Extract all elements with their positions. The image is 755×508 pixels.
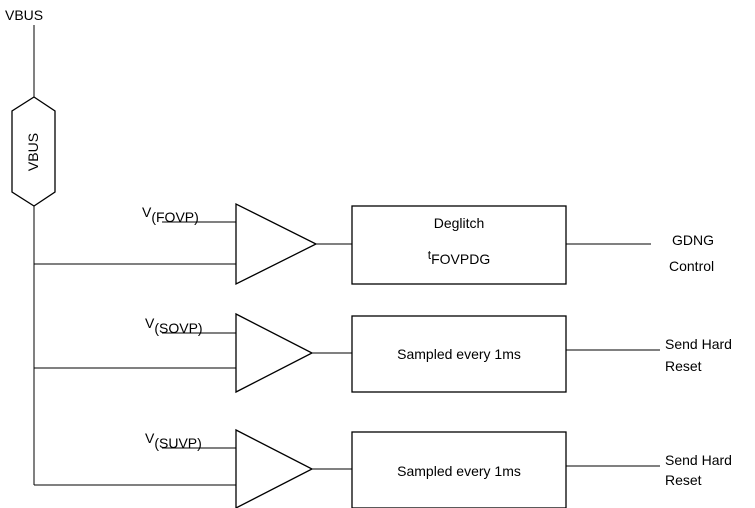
vbus-sense-label: VBUS xyxy=(25,133,41,171)
fovp-threshold-label: V(FOVP) xyxy=(142,204,199,225)
suvp-block-text: Sampled every 1ms xyxy=(397,463,521,479)
sovp-output-label-1: Send Hard xyxy=(665,336,732,352)
fovp-block-timing: tFOVPDG xyxy=(428,248,490,267)
vbus-pin-label: VBUS xyxy=(5,7,43,23)
channel-fovp: V(FOVP) Deglitch tFOVPDG GDNG Control xyxy=(34,202,714,286)
fovp-output-label-1: GDNG xyxy=(672,232,714,248)
fovp-comparator xyxy=(235,202,318,286)
sovp-output-label-2: Reset xyxy=(665,358,702,374)
suvp-comparator xyxy=(235,428,314,508)
suvp-output-label-1: Send Hard xyxy=(665,452,732,468)
suvp-sampler-block xyxy=(351,431,567,508)
channel-suvp: V(SUVP) Sampled every 1ms Send Hard Rese… xyxy=(34,428,732,508)
suvp-threshold-label: V(SUVP) xyxy=(145,430,202,451)
suvp-output-label-2: Reset xyxy=(665,472,702,488)
sovp-sampler-block xyxy=(351,315,567,393)
channel-sovp: V(SOVP) Sampled every 1ms Send Hard Rese… xyxy=(34,312,732,394)
fovp-block-title: Deglitch xyxy=(434,215,485,231)
sovp-block-text: Sampled every 1ms xyxy=(397,346,521,362)
fovp-deglitch-block xyxy=(351,205,567,285)
fovp-output-label-2: Control xyxy=(669,258,714,274)
sovp-comparator xyxy=(235,312,314,394)
vbus-sense-hexagon xyxy=(11,96,56,207)
sovp-threshold-label: V(SOVP) xyxy=(145,315,203,336)
